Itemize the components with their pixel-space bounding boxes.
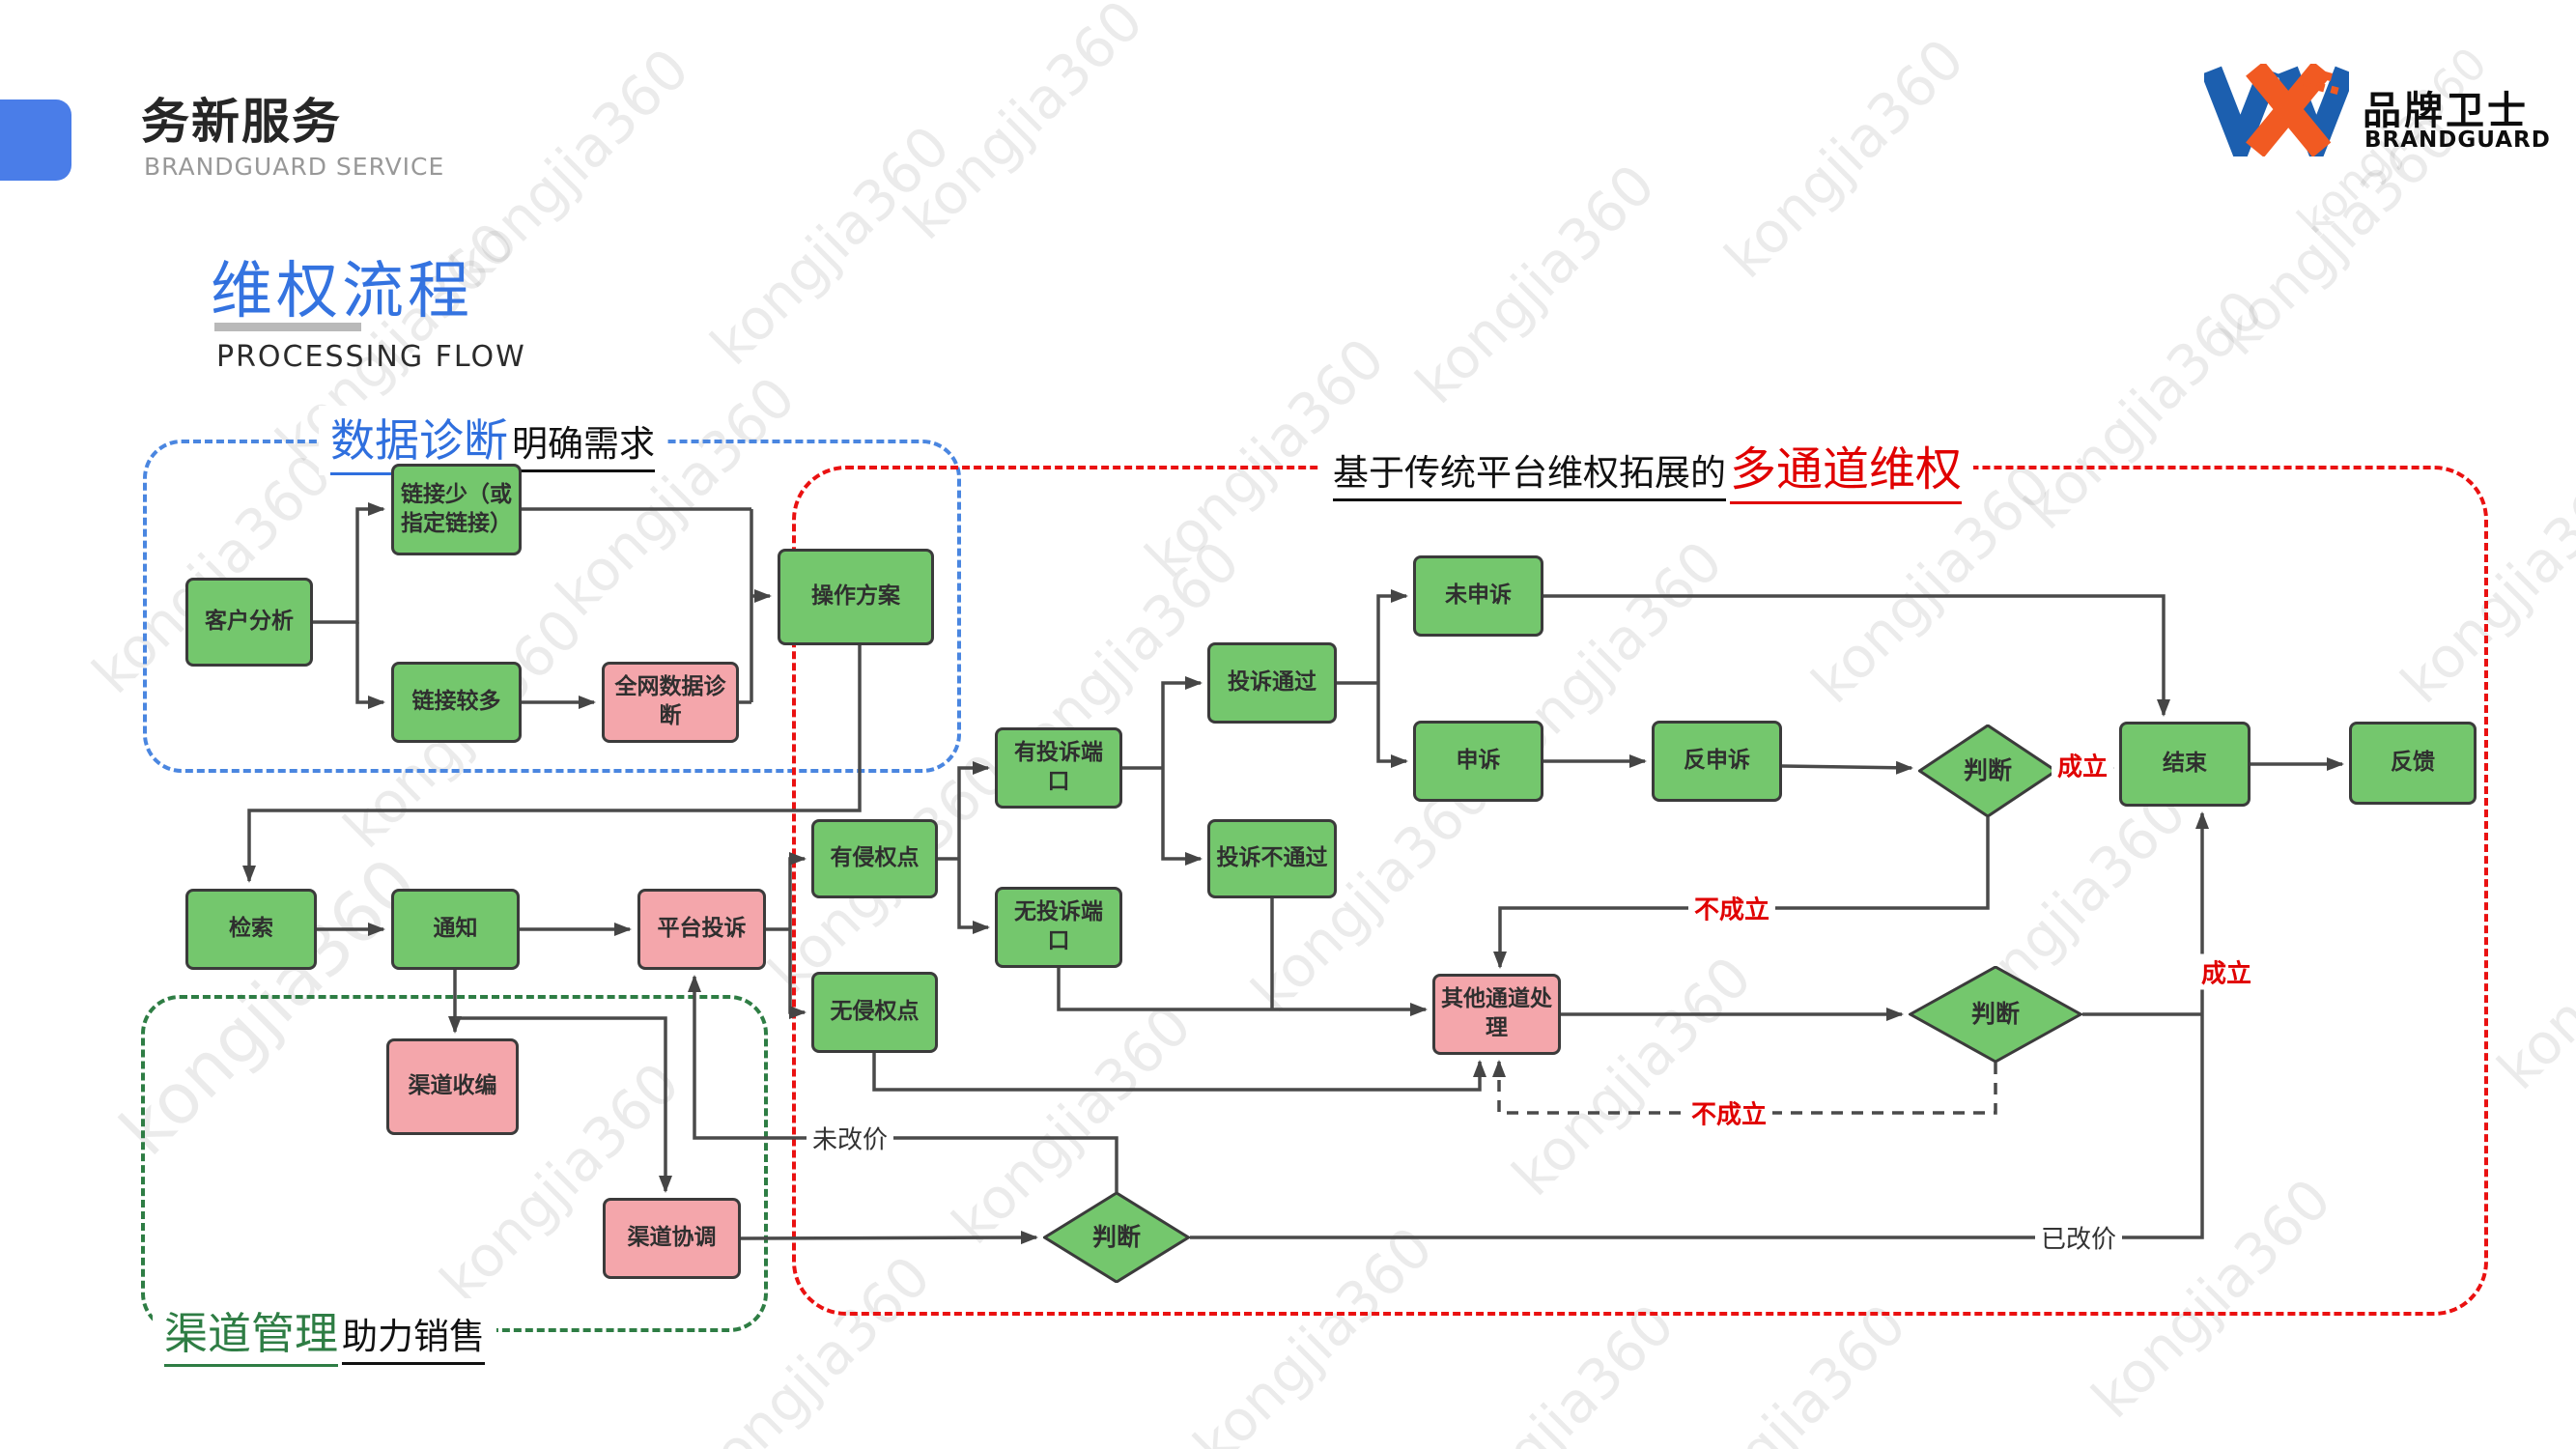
group-label-multichannel: 基于传统平台维权拓展的多通道维权 [1321,431,1974,504]
edge-panduan2-buchengli-dashed [1492,1060,1997,1115]
page-subtitle: PROCESSING FLOW [216,340,526,374]
flow-node-wuqinquandian: 无侵权点 [811,972,938,1053]
group-label-channel-management: 渠道管理助力销售 [153,1298,497,1367]
flow-node-pingtaitousu: 平台投诉 [637,889,766,970]
flow-node-jieshu: 结束 [2119,722,2250,807]
edge-panduan3-weigaijia-pingtaitousu [688,975,1118,1192]
edge-wutousuduankou-qitatongdao [1057,968,1428,1016]
logo-subname: BRANDGUARD [2364,128,2551,153]
flow-node-tongzhi: 通知 [391,889,520,970]
edge-split-shensu [1376,683,1408,768]
flow-node-fanshensu: 反申诉 [1652,721,1782,802]
edge-label-buchengli1: 不成立 [1687,890,1776,926]
edge-split-tousubutongguo [1161,768,1203,866]
edge-caozuofangan-jiansuo [242,645,862,883]
edge-qudaoxietiao-panduan3 [740,1231,1038,1245]
brand-logo: 品牌卫士 BRANDGUARD [2204,58,2562,164]
edge-kehufenxi-lianjieduo [355,622,385,709]
flow-node-tousubutongguo: 投诉不通过 [1207,819,1337,898]
edge-split-youtousuduankou [957,761,990,859]
group-label-accent: 渠道管理 [164,1298,339,1367]
edge-kehufenxi-lianjieshao [313,502,385,624]
group-label-rest: 助力销售 [342,1307,486,1365]
flow-node-jiansuo: 检索 [185,889,317,970]
title-underline-bar [214,323,361,331]
flow-node-qitatongdao: 其他通道处理 [1432,974,1561,1055]
flow-node-caozuofangan: 操作方案 [778,549,934,645]
edge-split-youqinquandian [788,852,807,929]
edge-tongzhi-qudaoxietiao [455,1016,672,1193]
group-label-rest: 明确需求 [512,414,655,472]
flow-node-qudaoxietiao: 渠道协调 [603,1198,741,1279]
flow-node-youtousuduankou: 有投诉端口 [995,727,1122,809]
flow-node-weishensu: 未申诉 [1413,555,1543,637]
flow-node-lianjieduo: 链接较多 [391,662,522,743]
group-label-prefix: 基于传统平台维权拓展的 [1333,443,1726,501]
edge-split-wutousuduankou [957,859,990,934]
flow-node-shensu: 申诉 [1413,721,1543,802]
header-accent-tab [0,99,71,181]
flow-node-panduan1: 判断 [1918,724,2057,817]
flow-node-lianjieshao: 链接少（或指定链接） [391,464,522,555]
logo-name: 品牌卫士 [2363,89,2529,133]
page-title: 维权流程 [211,256,473,327]
edge-split-wuqinquandian [788,929,807,1019]
flow-node-kehufenxi: 客户分析 [185,578,313,667]
flow-node-quanwangzhenduan: 全网数据诊断 [602,662,739,743]
header-subtitle: BRANDGUARD SERVICE [144,153,445,181]
flow-node-wutousuduankou: 无投诉端口 [995,887,1122,968]
edge-label-chengli1: 成立 [2051,747,2114,783]
flow-node-youqinquandian: 有侵权点 [811,819,938,898]
brandguard-logo-icon [2204,64,2349,156]
flow-node-qudaoshoubian: 渠道收编 [386,1038,519,1135]
edge-wuqinquandian-qitatongdao [872,1053,1486,1092]
edge-label-buchengli2: 不成立 [1684,1094,1773,1131]
edge-label-chengli2: 成立 [2194,953,2258,990]
flow-node-fankui: 反馈 [2349,722,2477,805]
group-label-accent: 多通道维权 [1730,431,1963,504]
edge-split-weishensu [1376,589,1408,683]
flow-node-panduan3: 判断 [1043,1192,1190,1283]
edge-fanshensu-panduan1 [1781,760,1913,775]
edge-label-yigaijia: 已改价 [2034,1219,2123,1256]
flow-node-tousutongguo: 投诉通过 [1207,642,1337,724]
edge-weishensu-jieshu [1543,594,2170,717]
edge-label-weigaijia: 未改价 [806,1120,894,1156]
flow-node-panduan2: 判断 [1909,966,2082,1063]
header-title: 务新服务 [141,94,342,150]
edge-split-tousutongguo [1161,676,1203,768]
